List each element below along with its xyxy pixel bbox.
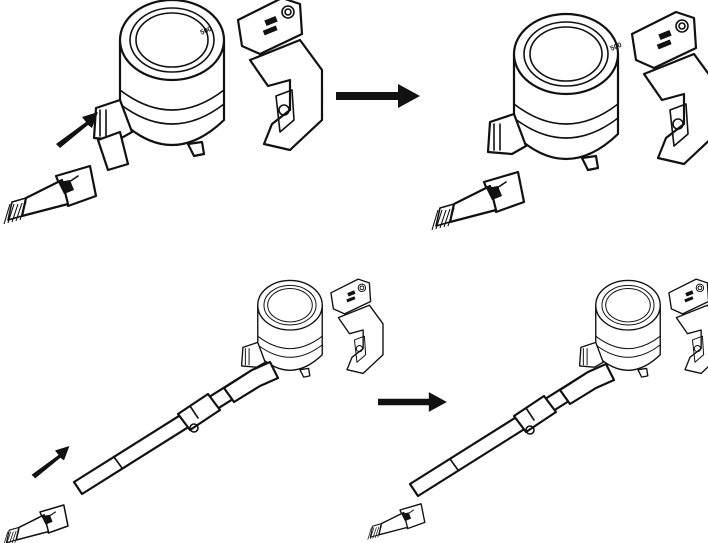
- vacuum-handheld-unit: [92, 0, 324, 158]
- dusting-brush-tool: [367, 503, 426, 541]
- arrow-right-icon: [336, 84, 420, 108]
- vacuum-handheld-unit: [486, 10, 708, 172]
- vacuum-handheld-unit: [578, 278, 708, 378]
- step-2-before: [2, 278, 384, 543]
- dusting-brush-tool: [430, 170, 526, 232]
- arrow-right-icon: [378, 392, 447, 412]
- panel-badge-text: 500: [609, 42, 623, 53]
- arrow-diagonal-icon: [56, 112, 98, 148]
- panel-badge-text: 500: [199, 26, 213, 37]
- dusting-brush-tool: [2, 504, 69, 543]
- step-2-after: [367, 278, 708, 541]
- extension-tube: [408, 362, 616, 498]
- vacuum-handheld-unit: [240, 278, 384, 378]
- nozzle-cuff: [96, 130, 130, 172]
- step-1-after: [430, 10, 708, 232]
- step-1-before: [2, 0, 324, 226]
- arrow-diagonal-icon: [31, 446, 70, 479]
- extension-tube: [72, 360, 280, 496]
- dusting-brush-tool: [2, 164, 98, 226]
